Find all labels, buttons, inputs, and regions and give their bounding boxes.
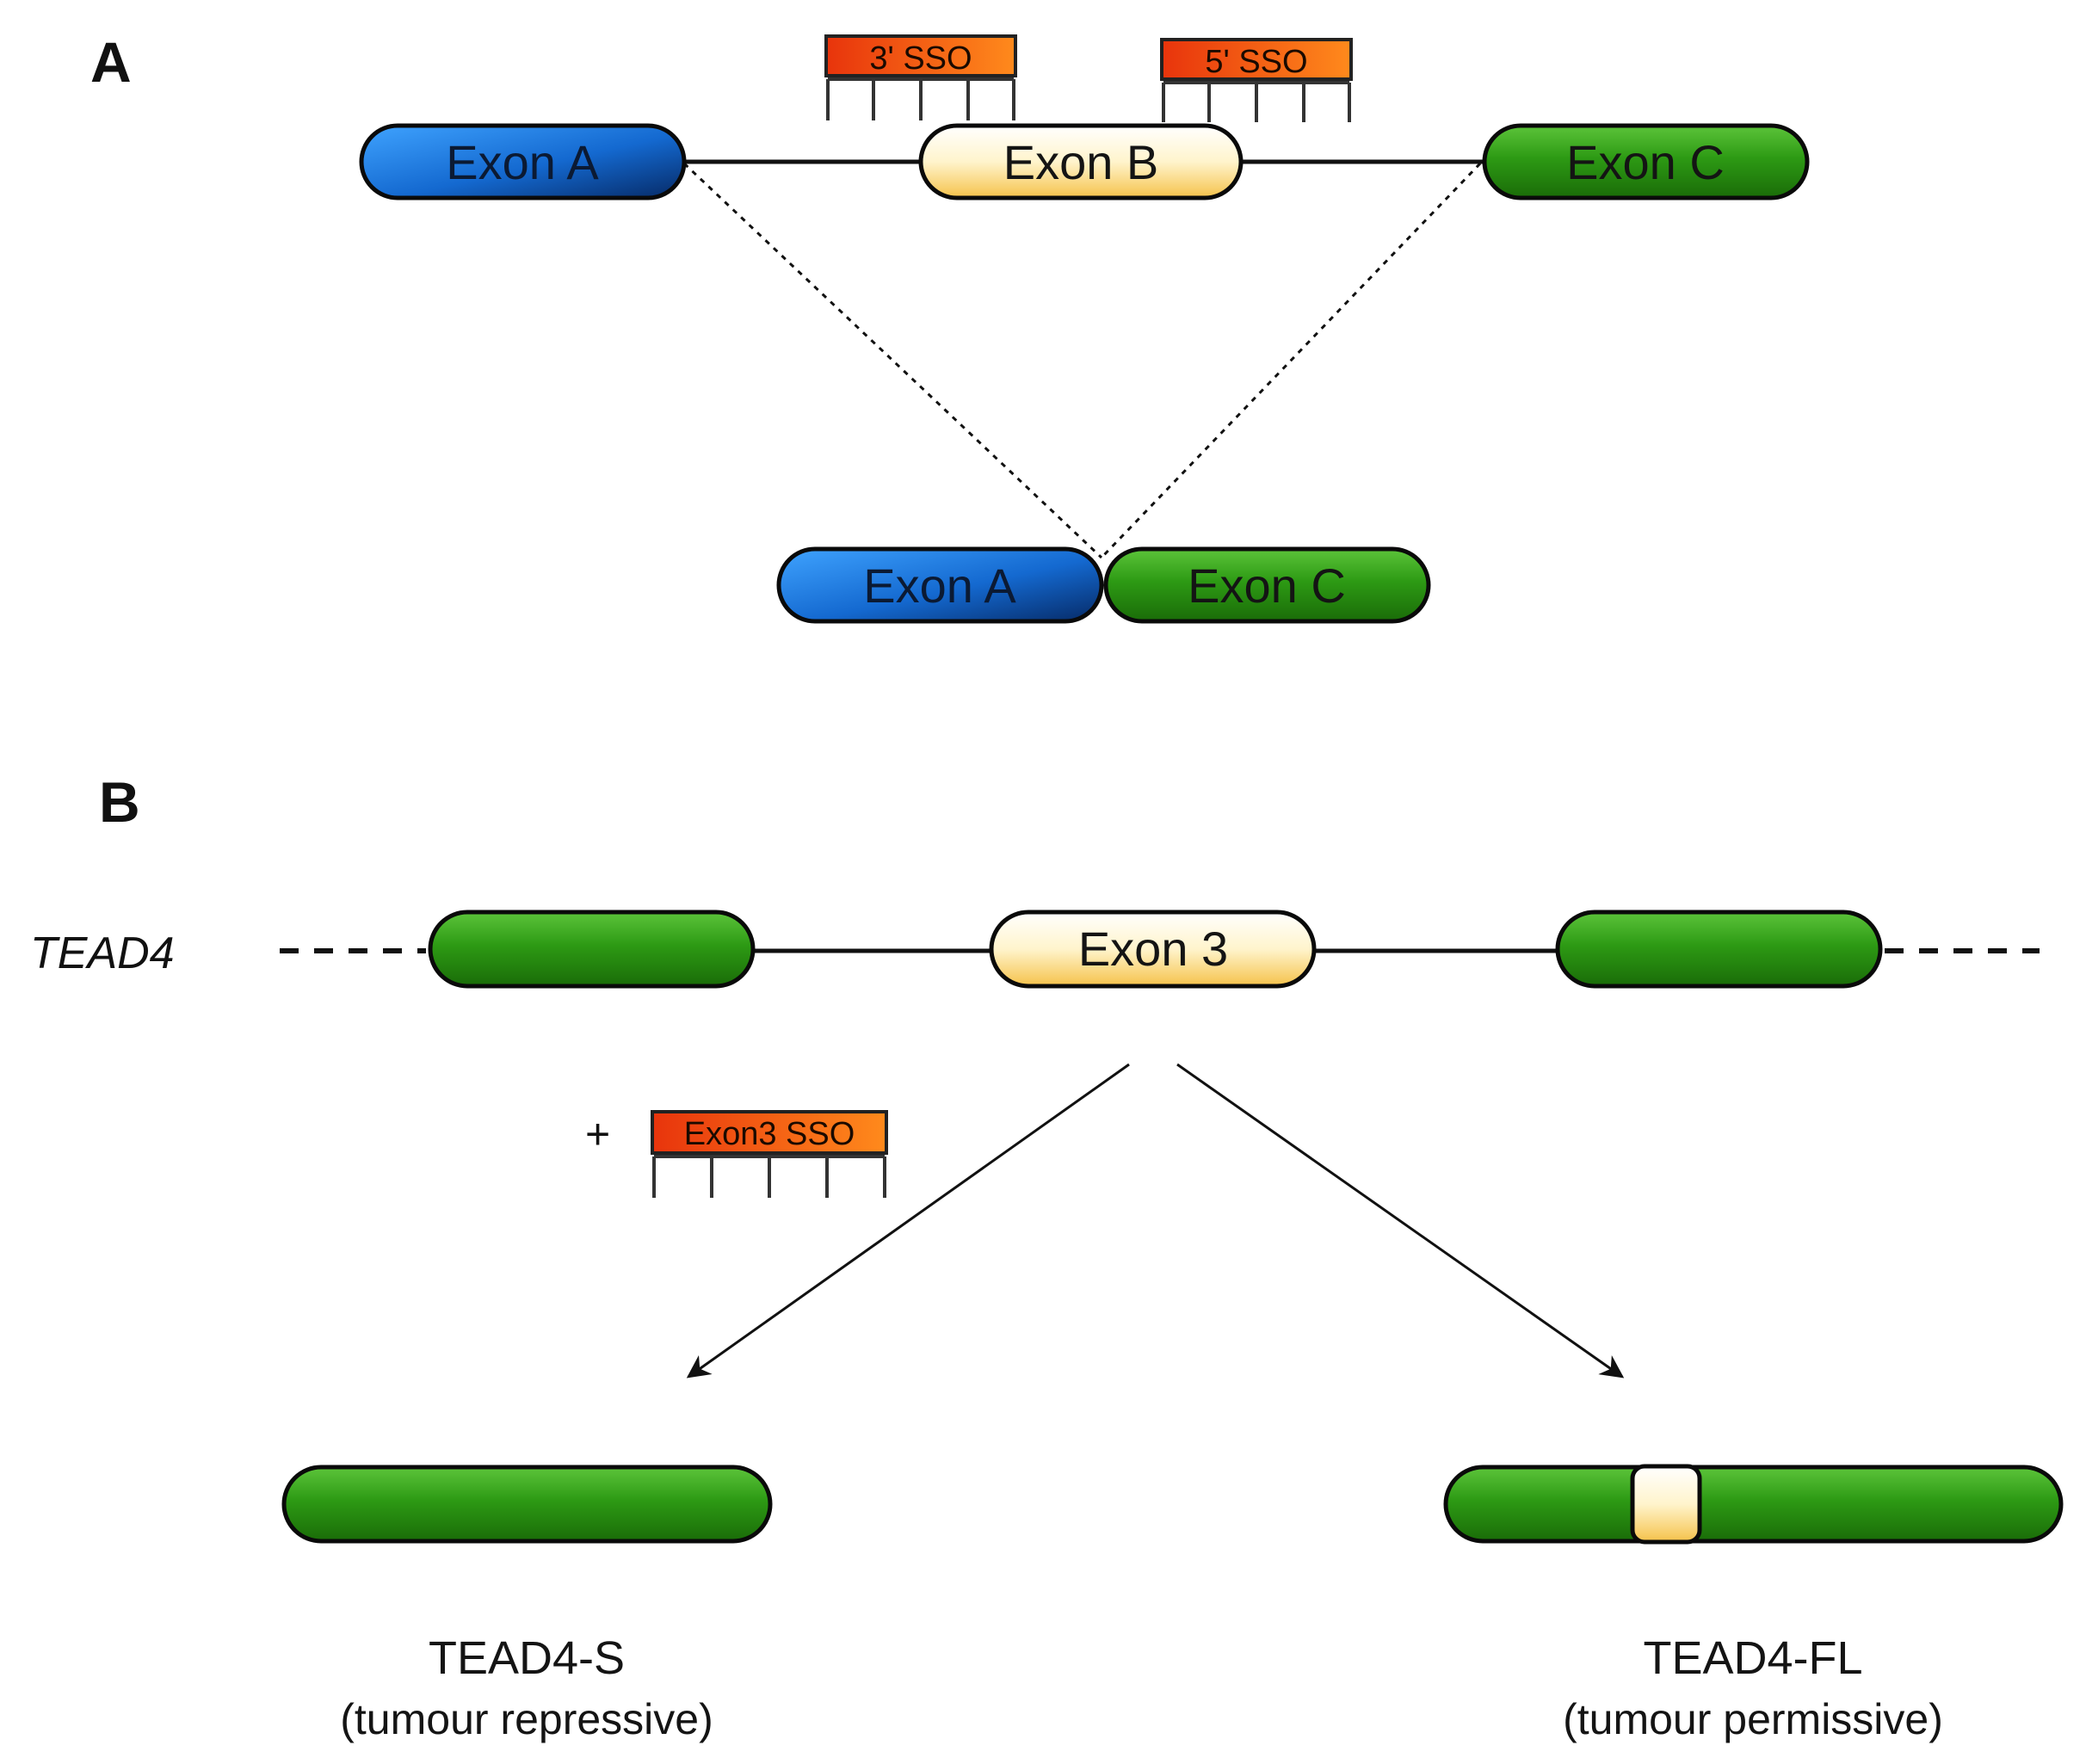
exon-b-label: Exon B bbox=[1003, 135, 1159, 189]
sso-3-prime: 3' SSO bbox=[824, 34, 1017, 120]
exon-a-label: Exon A bbox=[446, 135, 599, 189]
spliced-exon-c-label: Exon C bbox=[1188, 558, 1346, 613]
exon-b: Exon B bbox=[918, 123, 1244, 200]
sso-5-label: 5' SSO bbox=[1205, 44, 1307, 80]
spliced-exon-a: Exon A bbox=[776, 546, 1104, 624]
exon-c: Exon C bbox=[1482, 123, 1810, 200]
isoform-s-name: TEAD4-S bbox=[429, 1632, 625, 1684]
exon3-sso-label: Exon3 SSO bbox=[684, 1116, 855, 1152]
spliced-exon-c: Exon C bbox=[1103, 546, 1431, 624]
tead4-exon-3: Exon 3 bbox=[989, 910, 1317, 989]
exon-c-label: Exon C bbox=[1566, 135, 1725, 189]
splice-path-right bbox=[1100, 162, 1482, 559]
exon-3-label: Exon 3 bbox=[1078, 922, 1228, 976]
isoform-fl-bar bbox=[1443, 1464, 2064, 1545]
tead4-downstream-exon bbox=[1555, 910, 1883, 989]
splice-path-left bbox=[682, 162, 1103, 559]
sso-5-prime: 5' SSO bbox=[1160, 38, 1353, 122]
arrow-to-full-length-isoform bbox=[1176, 1063, 1625, 1379]
isoform-fl-name: TEAD4-FL bbox=[1643, 1632, 1862, 1684]
exon3-sso: Exon3 SSO bbox=[651, 1110, 888, 1198]
tead4-upstream-exon bbox=[428, 910, 756, 989]
isoform-s-bar bbox=[281, 1465, 773, 1544]
panel-a-label: A bbox=[90, 30, 132, 94]
spliced-exon-a-label: Exon A bbox=[863, 558, 1016, 613]
panel-b-label: B bbox=[99, 770, 140, 834]
isoform-fl-exon3-segment bbox=[1630, 1464, 1702, 1545]
sso-3-label: 3' SSO bbox=[869, 40, 972, 77]
exon-a: Exon A bbox=[359, 123, 687, 200]
isoform-s-desc: (tumour repressive) bbox=[340, 1695, 713, 1743]
plus-sign: + bbox=[585, 1110, 610, 1158]
gene-label: TEAD4 bbox=[30, 928, 175, 978]
isoform-fl-desc: (tumour permissive) bbox=[1563, 1695, 1943, 1743]
arrow-to-short-isoform bbox=[686, 1063, 1130, 1379]
